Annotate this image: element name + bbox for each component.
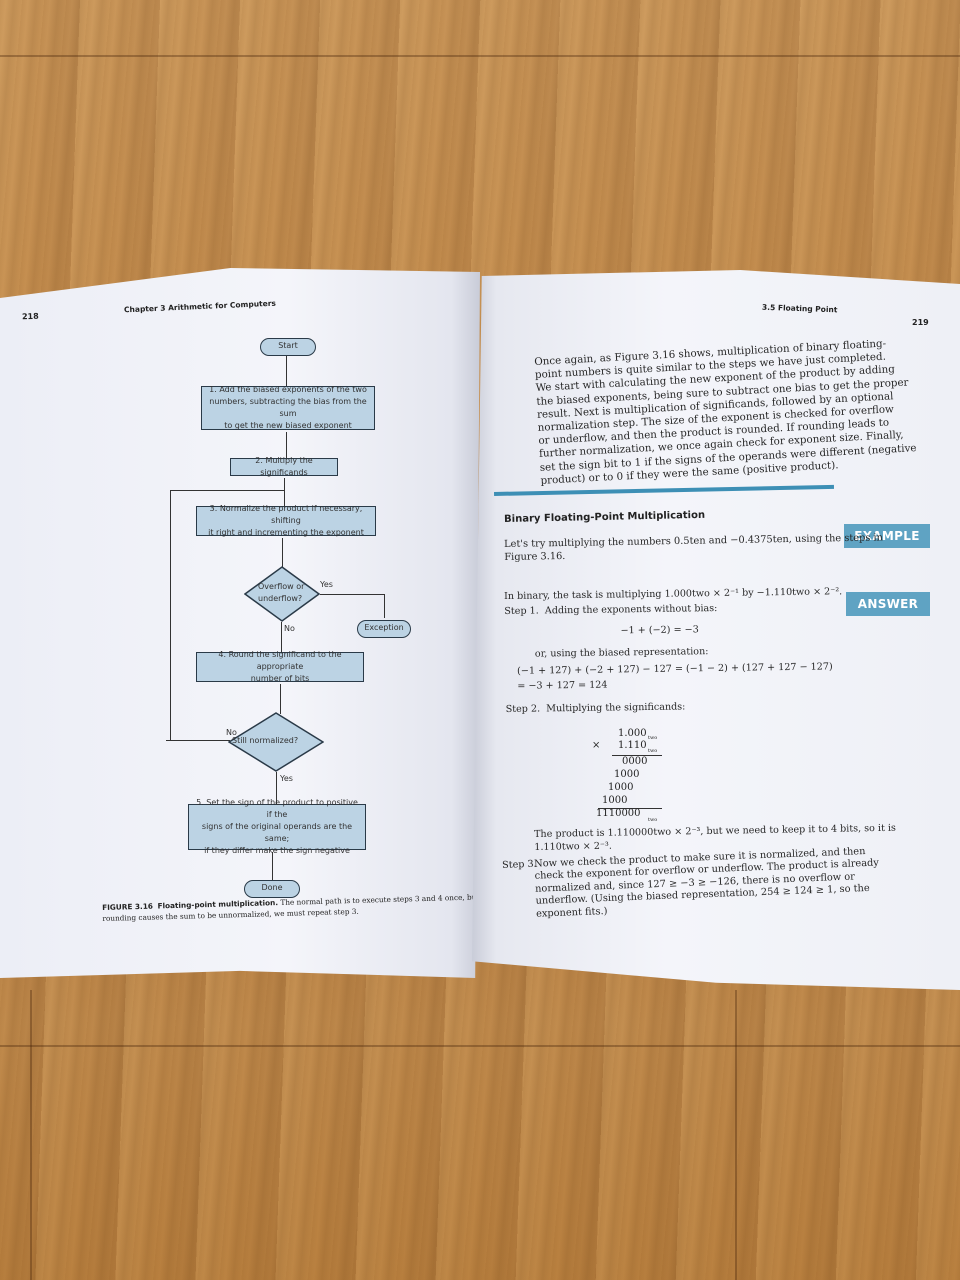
table-plank-seam <box>0 55 960 57</box>
example-badge: EXAMPLE <box>844 524 930 548</box>
flow-arrow <box>286 356 287 388</box>
flow-arrow <box>320 594 384 595</box>
flow-arrow <box>281 622 282 652</box>
decision-diamond-shape <box>227 712 325 772</box>
flow-arrow <box>272 852 273 880</box>
table-plank-seam <box>735 990 737 1280</box>
example-heading: Binary Floating-Point Multiplication <box>504 509 706 525</box>
figure-caption: FIGURE 3.16 Floating-point multiplicatio… <box>102 892 487 923</box>
flow-exception: Exception <box>357 620 411 638</box>
flow-arrow <box>280 684 281 714</box>
table-plank-seam <box>0 1045 960 1047</box>
flow-label-yes: Yes <box>320 580 333 589</box>
table-plank-seam <box>30 990 32 1280</box>
flow-label-no: No <box>284 624 295 633</box>
flow-step-5: 5. Set the sign of the product to positi… <box>188 798 366 855</box>
flow-arrow <box>384 594 385 618</box>
flow-start: Start <box>260 338 316 356</box>
flow-decision-overflow: Overflow or underflow? <box>243 566 321 622</box>
intro-paragraph: Once again, as Figure 3.16 shows, multip… <box>534 337 917 487</box>
answer-badge: ANSWER <box>846 592 930 616</box>
page-number-left: 218 <box>21 311 39 322</box>
flow-loop-line <box>166 740 230 741</box>
flow-arrow <box>282 538 283 572</box>
running-head-right: 3.5 Floating Point <box>761 302 838 315</box>
running-head-left: Chapter 3 Arithmetic for Computers <box>123 298 277 315</box>
flow-arrow <box>276 772 277 806</box>
flow-label-yes: Yes <box>280 774 293 783</box>
flow-arrow <box>284 478 285 508</box>
flow-arrow <box>286 432 287 458</box>
left-book-page: 218 Chapter 3 Arithmetic for Computers S… <box>0 268 480 978</box>
flow-done: Done <box>244 880 300 898</box>
decision-diamond-shape <box>243 566 321 622</box>
mult-rule <box>598 808 662 809</box>
step-label: Step 3. <box>502 858 537 871</box>
flow-label-no: No <box>226 728 237 737</box>
flow-step-3: 3. Normalize the product if necessary, s… <box>196 504 376 537</box>
step-label: Step 2. <box>505 703 541 716</box>
flow-decision-normalized: Still normalized? <box>227 712 325 772</box>
flow-loop-line <box>170 490 284 491</box>
right-book-page: 3.5 Floating Point 219 Once again, as Fi… <box>472 270 960 990</box>
page-number-right: 219 <box>912 318 929 327</box>
step-label: Step 1. <box>504 605 539 618</box>
answer-block: In binary, the task is multiplying 1.000… <box>504 586 843 716</box>
mult-rule <box>612 755 662 756</box>
flow-loop-line <box>170 490 171 740</box>
example-text: Let's try multiplying the numbers 0.5ten… <box>504 532 884 564</box>
flow-step-1: 1. Add the biased exponents of the two n… <box>201 385 375 430</box>
flow-step-4: 4. Round the significand to the appropri… <box>196 650 364 683</box>
flow-step-2: 2. Multiply the significands <box>230 456 338 477</box>
